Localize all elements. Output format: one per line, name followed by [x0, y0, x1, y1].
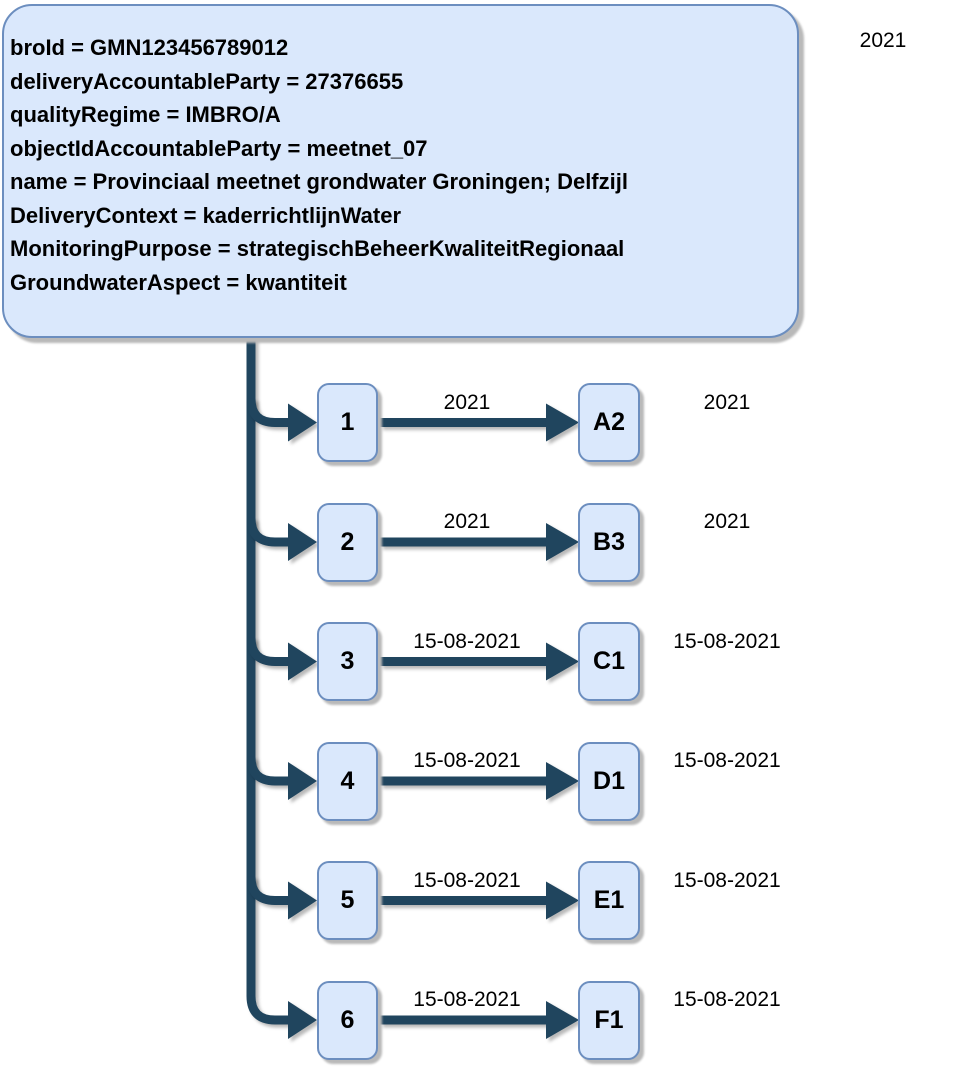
branch-arrowhead-icon: [288, 1001, 317, 1039]
tube-node[interactable]: A2: [578, 383, 640, 462]
branch-line: [246, 637, 289, 666]
tube-node[interactable]: C1: [578, 622, 640, 701]
property-line: DeliveryContext = kaderrichtlijnWater: [10, 202, 402, 228]
connector-arrowhead-icon: [546, 642, 579, 681]
edge-date-label: 15-08-2021: [413, 749, 521, 772]
branch-line: [246, 756, 289, 786]
connector-arrowhead-icon: [546, 1001, 579, 1039]
step-node[interactable]: 3: [317, 622, 378, 701]
branch-arrowhead-icon: [288, 881, 317, 920]
property-line: MonitoringPurpose = strategischBeheerKwa…: [10, 236, 625, 261]
property-line: GroundwaterAspect = kwantiteit: [10, 269, 347, 295]
tube-node[interactable]: F1: [578, 980, 640, 1060]
row-date-label: 15-08-2021: [673, 868, 781, 892]
row-date-label: 15-08-2021: [673, 629, 781, 653]
branch-arrowhead-icon: [288, 403, 317, 442]
edge-date-label: 15-08-2021: [413, 988, 521, 1011]
edge-date-label: 15-08-2021: [413, 629, 521, 653]
edge-date-label: 2021: [443, 510, 491, 533]
property-line: broId = GMN123456789012: [10, 35, 289, 60]
row-date-label: 15-08-2021: [673, 749, 781, 772]
row-date-label: 15-08-2021: [673, 988, 781, 1011]
property-line: objectIdAccountableParty = meetnet_07: [10, 135, 428, 161]
connector-arrowhead-icon: [546, 403, 579, 442]
branch-arrowhead-icon: [288, 523, 317, 561]
page-year-label: 2021: [859, 29, 907, 52]
branch-line: [246, 517, 289, 547]
step-node[interactable]: 6: [317, 980, 378, 1060]
connector-arrowhead-icon: [546, 523, 579, 561]
step-node[interactable]: 1: [317, 383, 378, 462]
step-node[interactable]: 4: [317, 741, 378, 821]
edge-date-label: 15-08-2021: [413, 868, 521, 892]
branch-line: [246, 876, 289, 905]
property-line: qualityRegime = IMBRO/A: [10, 102, 281, 127]
step-node[interactable]: 2: [317, 502, 378, 582]
connector-arrowhead-icon: [546, 881, 579, 920]
branch-line: [246, 995, 289, 1025]
connector-arrowhead-icon: [546, 762, 579, 800]
tube-node[interactable]: D1: [578, 741, 640, 821]
gmn-properties-node[interactable]: broId = GMN123456789012 deliveryAccountab…: [2, 4, 799, 338]
gmn-properties-text: broId = GMN123456789012 deliveryAccountab…: [10, 31, 791, 299]
branch-arrowhead-icon: [288, 642, 317, 681]
property-line: deliveryAccountableParty = 27376655: [10, 68, 404, 94]
tube-node[interactable]: B3: [578, 502, 640, 582]
edge-date-label: 2021: [443, 390, 491, 414]
row-date-label: 2021: [703, 510, 751, 533]
branch-arrowhead-icon: [288, 762, 317, 800]
property-line: name = Provinciaal meetnet grondwater Gr…: [10, 169, 628, 194]
row-date-label: 2021: [703, 390, 751, 414]
tube-node[interactable]: E1: [578, 861, 640, 940]
branch-line: [246, 398, 289, 427]
step-node[interactable]: 5: [317, 861, 378, 940]
